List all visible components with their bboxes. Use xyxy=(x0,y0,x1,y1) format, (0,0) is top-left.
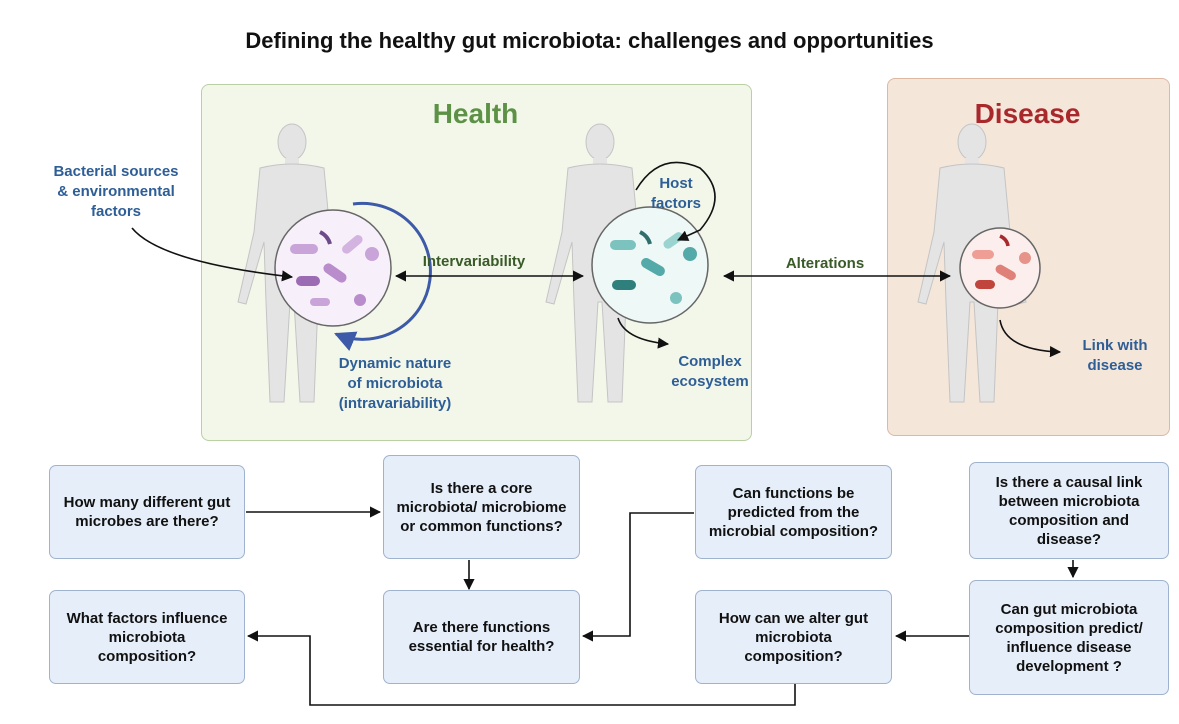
question-box-core-microbiota: Is there a core microbiota/ microbiome o… xyxy=(383,455,580,559)
question-box-alter-composition: How can we alter gut microbiota composit… xyxy=(695,590,892,684)
question-box-essential-functions: Are there functions essential for health… xyxy=(383,590,580,684)
label-link-with-disease: Link with disease xyxy=(1082,337,1148,374)
health-title: Health xyxy=(432,98,519,129)
question-box-predict-functions: Can functions be predicted from the micr… xyxy=(695,465,892,559)
question-box-causal-link: Is there a causal link between microbiot… xyxy=(969,462,1169,559)
microbiota-circle-disease xyxy=(959,227,1041,309)
question-box-predict-disease: Can gut microbiota composition predict/ … xyxy=(969,580,1169,695)
question-box-microbe-count: How many different gut microbes are ther… xyxy=(49,465,245,559)
label-dynamic-nature: Dynamic nature of microbiota (intravaria… xyxy=(338,355,452,412)
question-box-influencing-factors: What factors influence microbiota compos… xyxy=(49,590,245,684)
label-alterations: Alterations xyxy=(785,255,865,272)
label-complex-ecosystem: Complex ecosystem xyxy=(671,353,749,390)
page-title: Defining the healthy gut microbiota: cha… xyxy=(245,28,934,53)
microbiota-circle-ecosystem xyxy=(591,206,709,324)
label-intervariability: Intervariability xyxy=(422,253,526,270)
disease-title: Disease xyxy=(974,98,1081,129)
microbiota-circle-health xyxy=(274,209,392,327)
label-bacterial-sources: Bacterial sources & environmental factor… xyxy=(53,163,179,220)
label-host-factors: Host factors xyxy=(650,175,702,212)
